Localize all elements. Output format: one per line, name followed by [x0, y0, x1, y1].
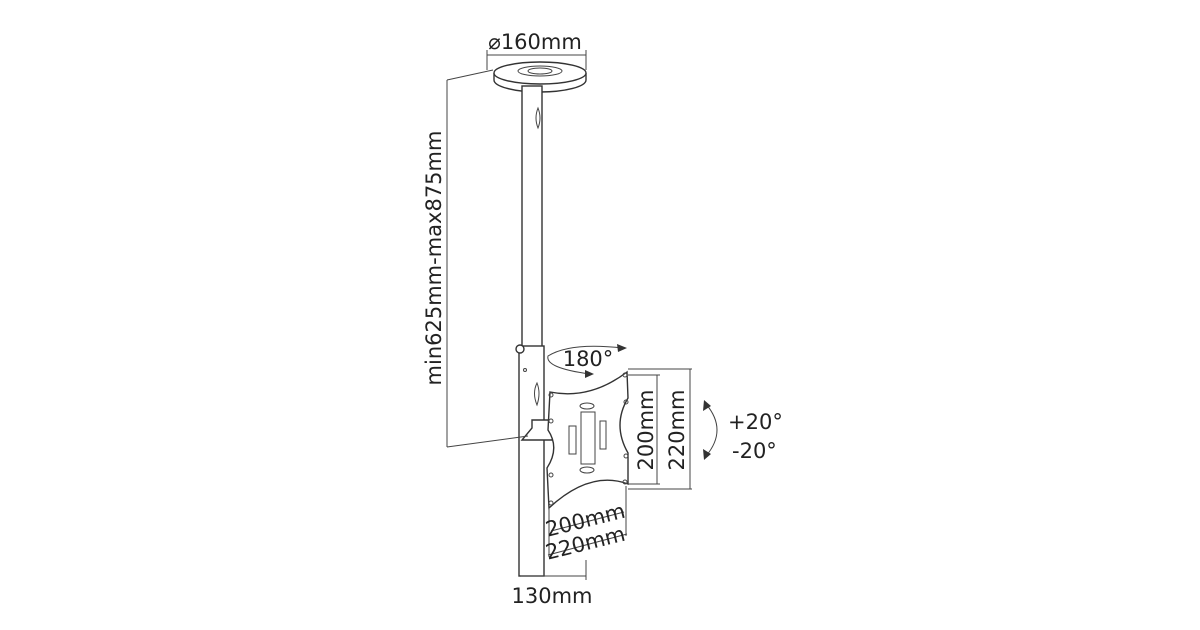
tilt-up-label: +20° — [728, 410, 783, 434]
tilt-arrow-icon — [703, 400, 718, 460]
pole — [515, 85, 555, 577]
vesa-plate — [546, 370, 629, 510]
offset-label: 130mm — [512, 584, 593, 608]
dim-tick — [446, 435, 529, 448]
dim-tick — [446, 69, 494, 81]
vesa-width-small-line — [550, 511, 625, 532]
vesa-width-large-line — [547, 533, 628, 556]
ceiling-plate — [493, 61, 587, 93]
height-range-label: min625mm-max875mm — [422, 131, 446, 386]
vesa-height-small-label: 200mm — [634, 390, 658, 471]
swivel-arrow-icon — [547, 344, 627, 378]
vesa-height-large-label: 220mm — [665, 390, 689, 471]
diameter-label: ⌀160mm — [488, 30, 582, 54]
swivel-label: 180° — [563, 347, 614, 371]
tilt-down-label: -20° — [732, 439, 777, 463]
